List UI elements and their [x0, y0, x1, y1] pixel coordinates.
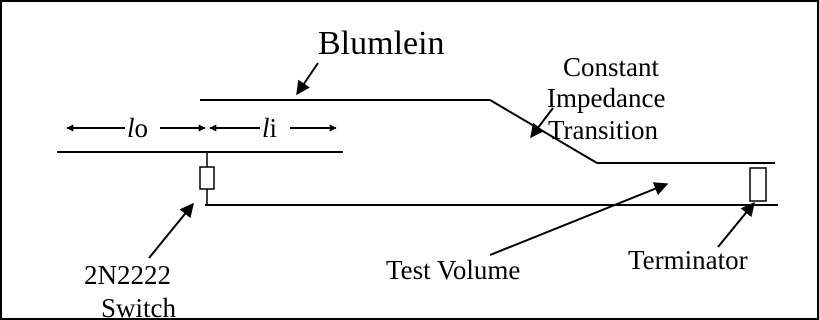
constant-label: Constant — [563, 52, 660, 82]
lo-subscript: o — [135, 113, 149, 143]
switch-part-label: 2N2222 — [84, 260, 171, 290]
lo-letter: l — [127, 113, 135, 143]
blumlein-pointer — [296, 62, 319, 96]
switch-word-label: Switch — [101, 293, 177, 320]
switch-box — [199, 166, 215, 190]
test-volume-label: Test Volume — [386, 255, 520, 285]
blumlein-label: Blumlein — [318, 25, 445, 62]
transition-label: Transition — [548, 115, 659, 145]
test-volume-pointer — [489, 182, 669, 256]
impedance-label: Impedance — [547, 83, 665, 113]
li-label: li — [262, 113, 277, 143]
switch-pointer — [148, 202, 194, 259]
terminator-pointer — [717, 201, 755, 248]
transition-pointer — [530, 107, 554, 139]
terminator-label: Terminator — [628, 245, 748, 275]
li-letter: l — [262, 113, 270, 143]
lo-label: lo — [127, 113, 148, 143]
terminator-box — [749, 167, 767, 202]
li-subscript: i — [270, 113, 278, 143]
